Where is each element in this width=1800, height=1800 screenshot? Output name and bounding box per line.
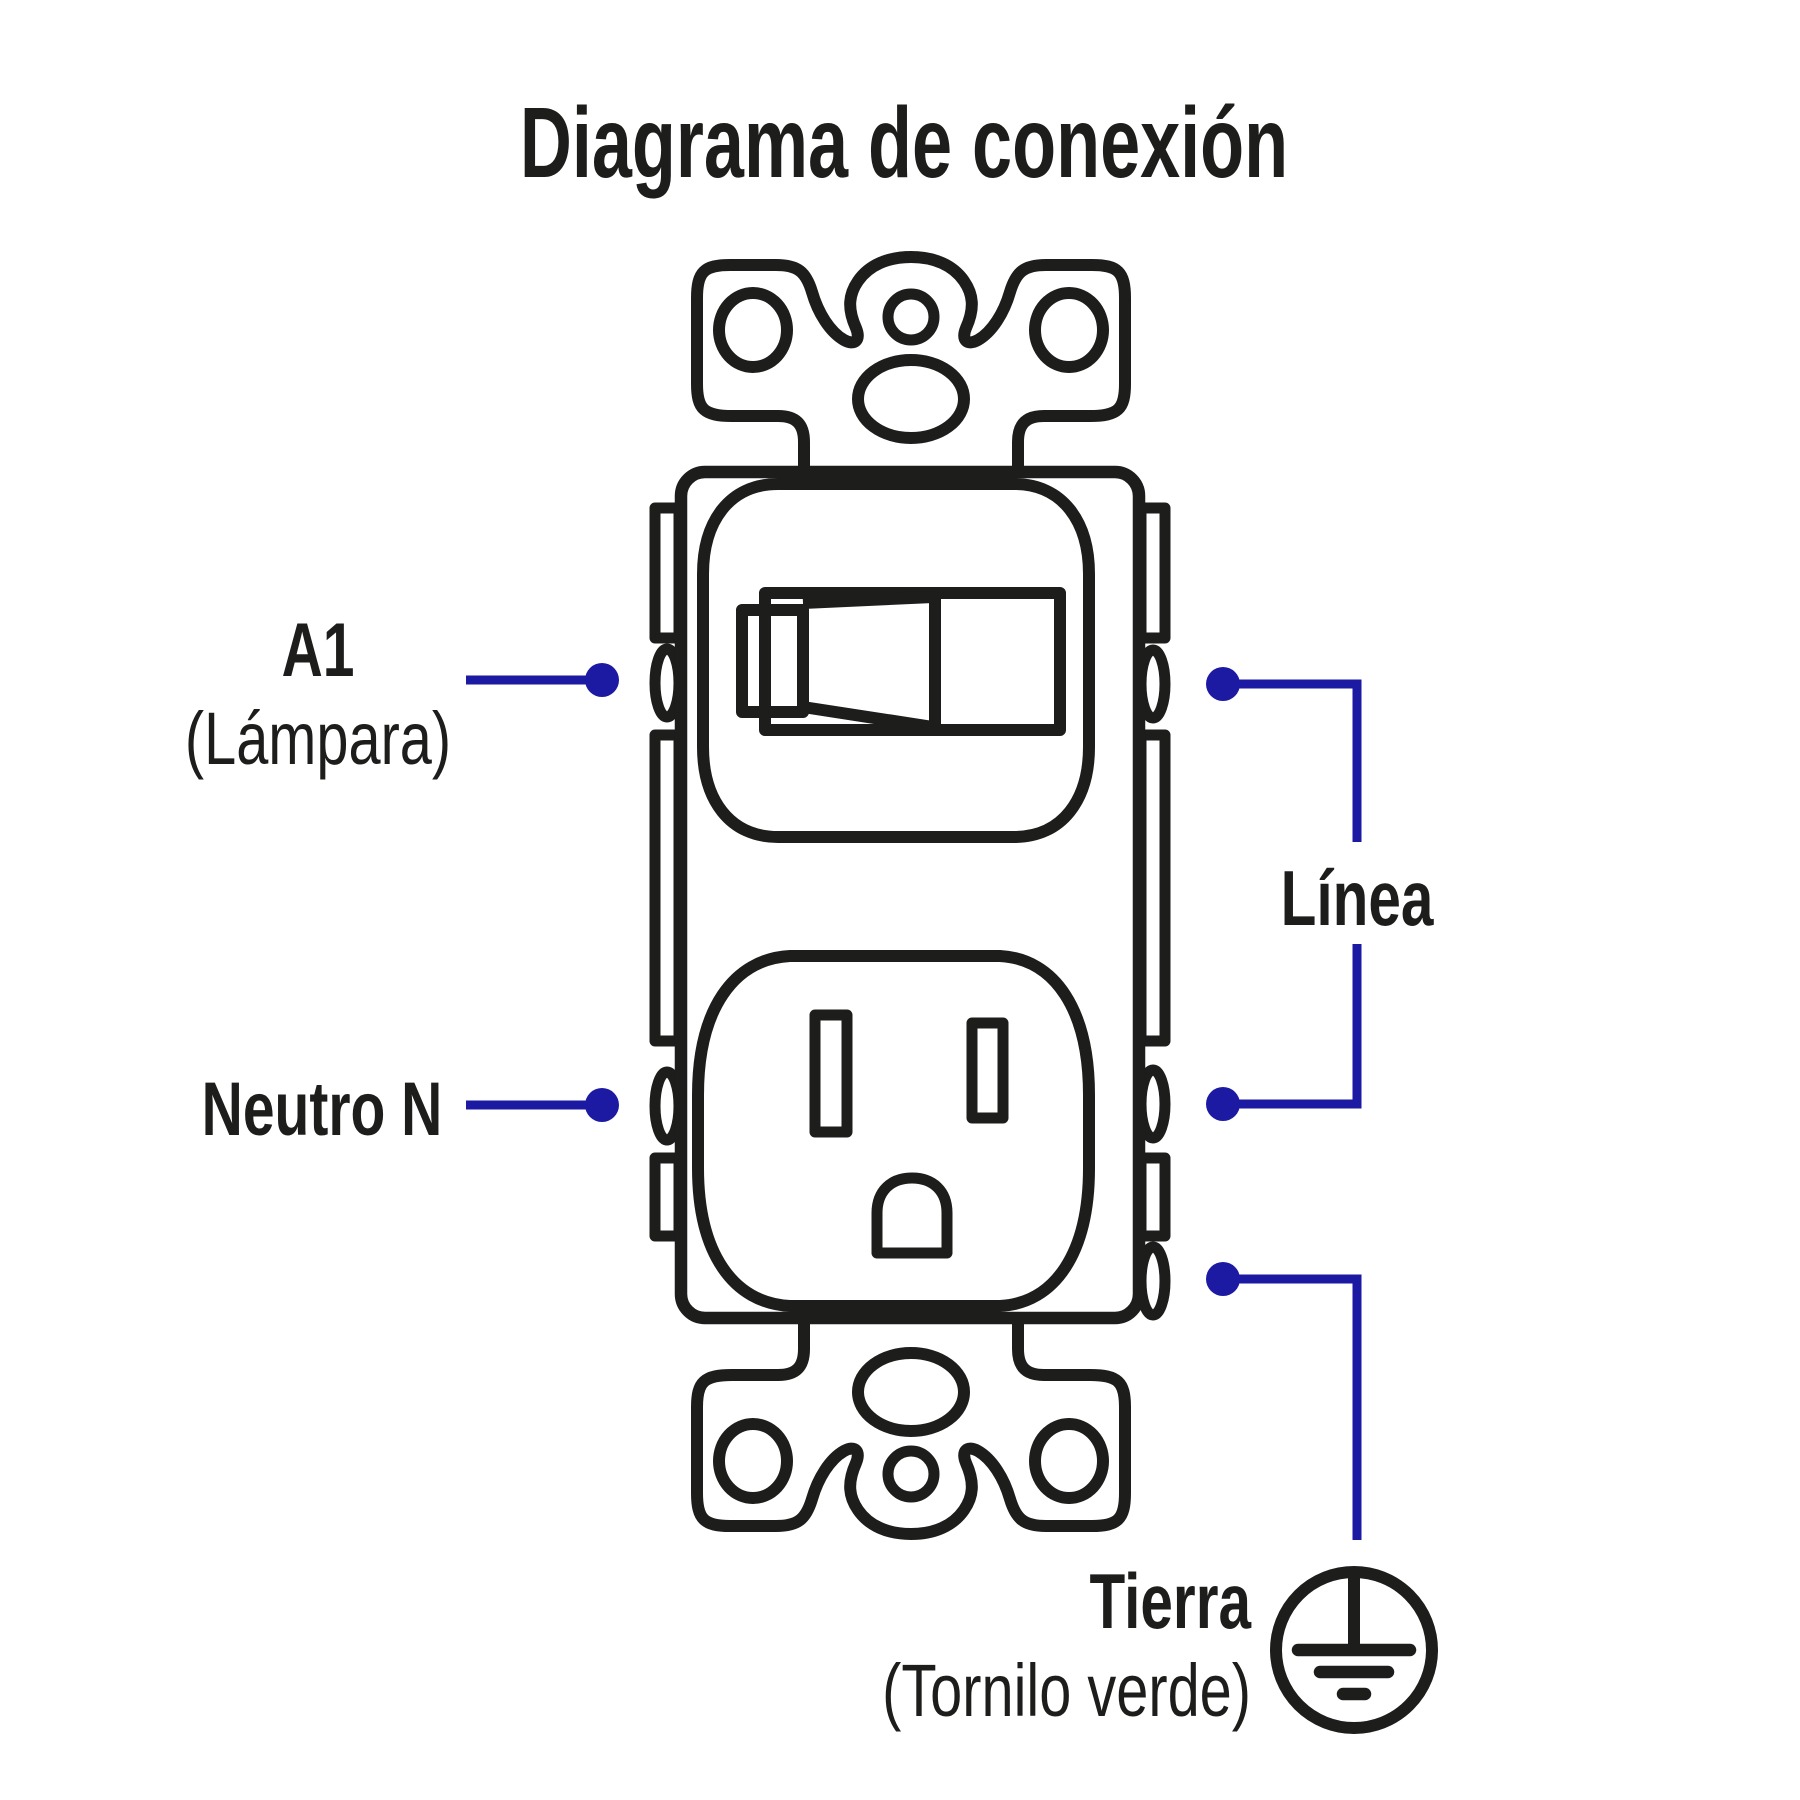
ground-symbol-icon [1270, 1566, 1438, 1734]
toggle-switch [697, 478, 1095, 843]
ground-circle [1270, 1566, 1438, 1734]
outlet-slot-hot [966, 1017, 1009, 1124]
toggle-lever-top-edge [802, 591, 934, 609]
wire-linea [1206, 667, 1362, 1121]
connection-dot-a1 [585, 663, 619, 697]
duplex-outlet [692, 950, 1095, 1312]
toggle-lever-tip [736, 604, 809, 718]
bottom-mounting-strap [697, 1315, 1125, 1534]
outlet-ground-hole [871, 1172, 953, 1259]
connection-dot-neutro [585, 1088, 619, 1122]
wire-tierra [1206, 1262, 1362, 1540]
outlet-slot-neutral [809, 1009, 853, 1138]
device-body [674, 465, 1146, 1325]
wire-a1 [466, 663, 619, 697]
wire-neutro [466, 1088, 619, 1122]
toggle-lever-bottom-edge [802, 701, 934, 733]
outlet-face [692, 950, 1095, 1312]
switch-face-opening [697, 478, 1095, 843]
top-mounting-strap [697, 257, 1125, 476]
connection-dot-linea-outlet [1206, 1087, 1240, 1121]
